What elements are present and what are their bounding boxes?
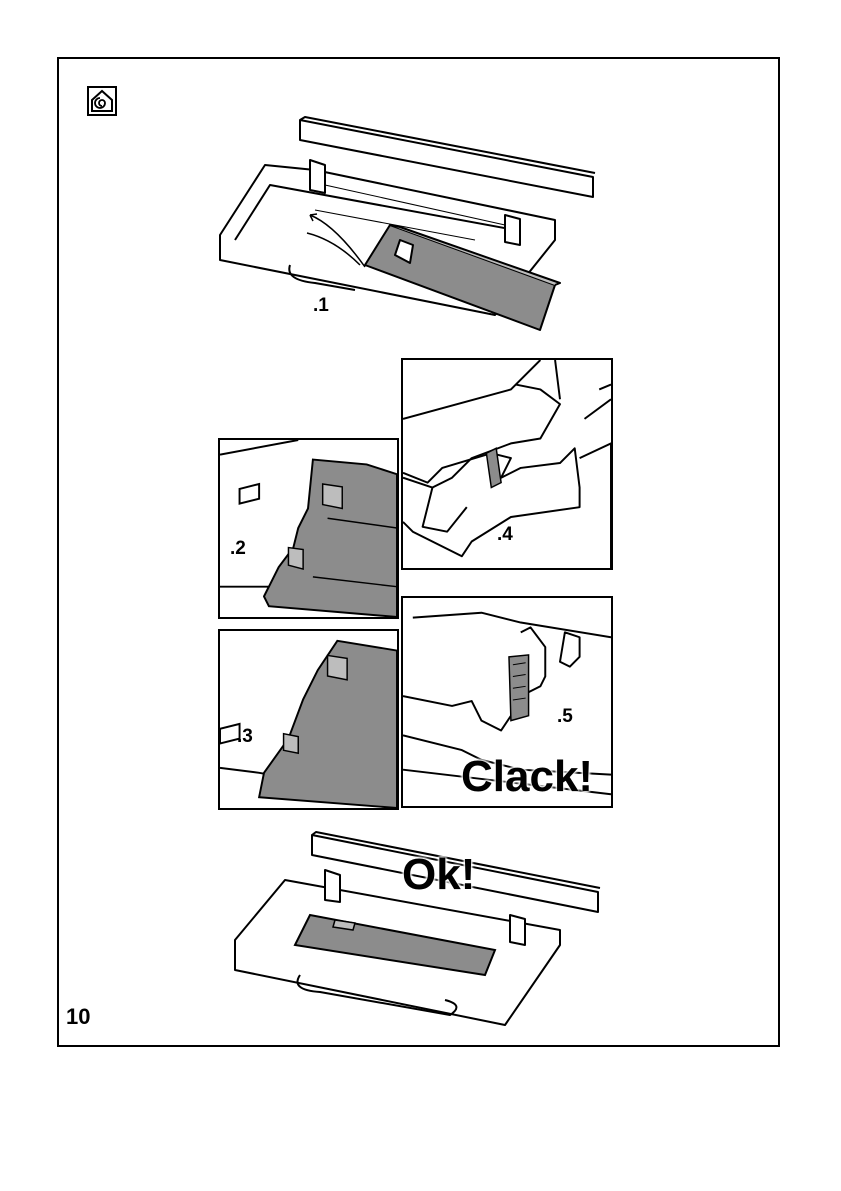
page-number: 10 [66,1004,90,1030]
ok-callout: Ok! [402,850,475,900]
step-label-4: .4 [497,524,513,546]
figure-step-3: .3 [218,629,399,810]
step-label-2: .2 [230,538,246,560]
step-label-5: .5 [557,706,573,728]
step-label-3: .3 [237,726,253,748]
figure-step-1 [215,115,565,345]
step-label-1: .1 [313,295,329,317]
clack-callout: Clack! [461,752,593,802]
house-spiral-icon [87,86,117,116]
figure-step-4: .4 [401,358,613,570]
figure-step-2: .2 [218,438,399,619]
